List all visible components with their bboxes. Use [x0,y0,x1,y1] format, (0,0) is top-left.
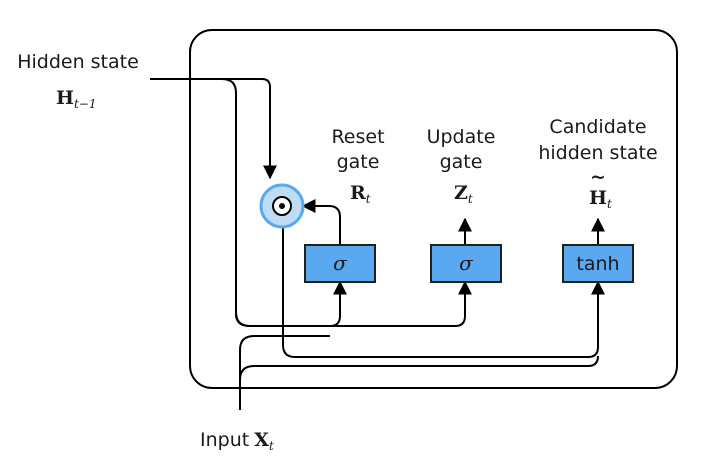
reset-gate-title: Reset [331,126,384,148]
candidate-op: tanh [576,253,619,275]
update-gate-symbol: Zt [454,182,473,206]
update-gate-box: σ [430,244,502,283]
reset-gate-op: σ [333,251,348,275]
hidden-state-pass-down [282,221,605,358]
input-wire [239,335,330,410]
input-wire-2 [239,355,599,381]
gru-cell-frame [189,29,678,389]
update-gate-title: Update [427,126,496,148]
update-gate-op: σ [459,251,474,275]
hidden-state-branch-1 [221,78,472,327]
hidden-state-symbol: Ht−1 [56,87,96,111]
update-gate-subtitle: gate [440,151,483,173]
reset-to-hadamard-wire [301,199,341,245]
hidden-state-label: Hidden state [17,51,139,73]
candidate-box: tanh [562,244,634,283]
reset-gate-box: σ [304,244,376,283]
candidate-subtitle: hidden state [538,142,657,164]
candidate-symbol: Ht [589,187,612,211]
reset-gate-symbol: Rt [350,182,371,206]
hidden-state-branch-2 [235,280,347,327]
candidate-tilde: ~ [590,166,606,188]
reset-gate-subtitle: gate [337,151,380,173]
candidate-title: Candidate [549,116,646,138]
hidden-state-wire [150,78,277,180]
circle-dot-icon [259,183,305,229]
